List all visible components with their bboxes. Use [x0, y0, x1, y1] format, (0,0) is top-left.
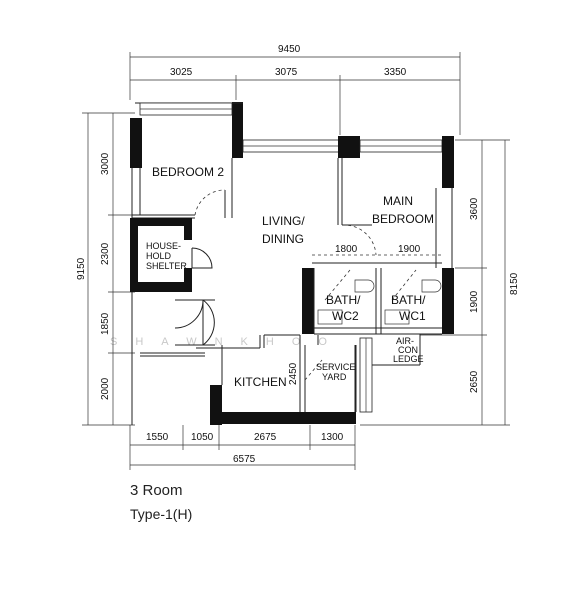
dim-bath1-width: 1900: [398, 244, 421, 255]
label-kitchen: KITCHEN: [234, 375, 287, 389]
dim-bottom-total: 6575: [233, 454, 256, 465]
label-shelter-line1: HOUSE-: [146, 241, 181, 251]
dim-bottom-seg-3: 2675: [254, 432, 277, 443]
label-service-line2: YARD: [322, 372, 347, 382]
walls: [130, 102, 454, 425]
room-labels: BEDROOM 2 LIVING/ DINING MAIN BEDROOM HO…: [146, 165, 434, 389]
bottom-dimensions: 1550 1050 2675 1300 6575: [129, 425, 356, 470]
dim-bottom-seg-2: 1050: [191, 432, 214, 443]
dim-kitchen-height: 2450: [288, 362, 299, 385]
label-aircon-line1: AIR-: [396, 336, 414, 346]
dim-right-seg-3: 2650: [469, 370, 480, 393]
plan-title: 3 Room: [130, 482, 183, 499]
label-bath1-line2: WC1: [399, 309, 426, 323]
label-bath2-line1: BATH/: [326, 293, 361, 307]
dim-left-seg-1: 3000: [100, 152, 111, 175]
dim-right-total: 8150: [509, 272, 520, 295]
dim-bottom-seg-1: 1550: [146, 432, 169, 443]
label-bath2-line2: WC2: [332, 309, 359, 323]
dim-top-total: 9450: [278, 44, 301, 55]
dim-left-seg-4: 2000: [100, 377, 111, 400]
dim-right-seg-2: 1900: [469, 290, 480, 313]
label-bedroom-2: BEDROOM 2: [152, 165, 224, 179]
dim-bath2-width: 1800: [335, 244, 358, 255]
dim-right-seg-1: 3600: [469, 197, 480, 220]
label-shelter-line2: HOLD: [146, 251, 172, 261]
label-living-line1: LIVING/: [262, 214, 305, 228]
label-aircon-line2: CON: [398, 345, 418, 355]
dim-top-seg-1: 3025: [170, 67, 193, 78]
label-bath1-line1: BATH/: [391, 293, 426, 307]
label-shelter-line3: SHELTER: [146, 261, 187, 271]
dim-top-seg-3: 3350: [384, 67, 407, 78]
top-dimensions: 9450 3025 3075 3350: [129, 44, 461, 135]
dim-bottom-seg-4: 1300: [321, 432, 344, 443]
left-dimensions: 9150 3000 2300 1850 2000: [76, 112, 135, 426]
plan-subtitle: Type-1(H): [130, 506, 193, 522]
label-living-line2: DINING: [262, 232, 304, 246]
label-main-line2: BEDROOM: [372, 212, 434, 226]
interior-dimensions: 1800 1900 2450: [288, 244, 421, 385]
watermark-text: SHAWNKHOO: [110, 336, 345, 348]
label-service-line1: SERVICE: [316, 362, 355, 372]
label-aircon-line3: LEDGE: [393, 354, 424, 364]
dim-left-seg-3: 1850: [100, 312, 111, 335]
dim-left-total: 9150: [76, 257, 87, 280]
dim-top-seg-2: 3075: [275, 67, 298, 78]
label-main-line1: MAIN: [383, 194, 413, 208]
dim-left-seg-2: 2300: [100, 242, 111, 265]
right-dimensions: 3600 1900 2650 8150: [360, 139, 520, 426]
